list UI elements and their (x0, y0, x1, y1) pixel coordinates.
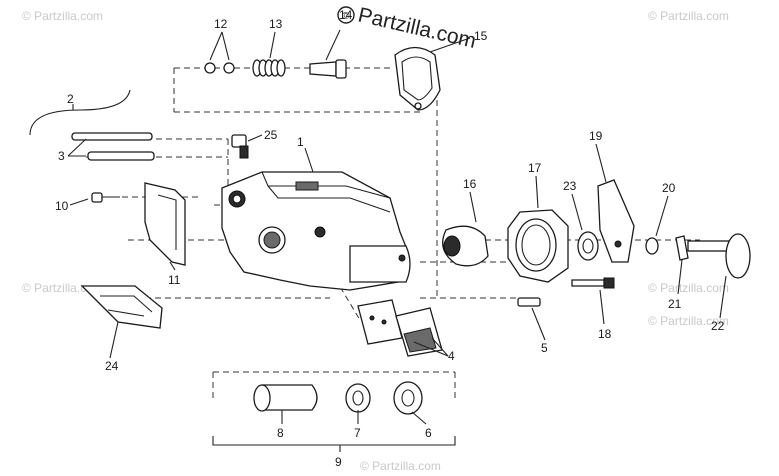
callout-7: 7 (354, 426, 361, 440)
part-16-holder (442, 191, 489, 267)
part-10-screw (69, 192, 120, 206)
callout-9: 9 (335, 455, 342, 469)
part-14-valve (309, 29, 347, 79)
watermark: © Partzilla.com (22, 9, 103, 23)
brand-text: Partzilla.com (356, 3, 478, 52)
callout-8: 8 (277, 426, 284, 440)
watermark: © Partzilla.com (22, 281, 103, 295)
watermark: © Partzilla.com (648, 9, 729, 23)
brand-logo: © Partzilla.com (337, 3, 478, 53)
part-8-piston (253, 384, 318, 424)
callout-14: 14 (339, 8, 353, 22)
part-5-bleed-valve (517, 297, 546, 341)
part-7-seal (345, 383, 371, 424)
copyright-circle-icon: © (337, 6, 355, 24)
part-9-bracket (212, 436, 456, 452)
part-11-bracket (144, 182, 186, 271)
callout-3: 3 (58, 149, 65, 163)
callout-20: 20 (662, 181, 676, 195)
callout-2: 2 (67, 92, 74, 106)
callout-24: 24 (105, 359, 119, 373)
callout-5: 5 (541, 341, 548, 355)
part-19-arm (595, 143, 635, 263)
part-4-brake-pads (357, 299, 449, 357)
part-24-pad-spring (80, 285, 163, 359)
part-3-pins (67, 132, 155, 161)
callout-16: 16 (463, 177, 477, 191)
part-20-washer (645, 195, 669, 255)
callout-4: 4 (448, 349, 455, 363)
part-2-pin-set (29, 89, 131, 136)
part-25-bleeder (231, 134, 263, 159)
callout-10: 10 (55, 199, 69, 213)
part-17-housing (507, 175, 569, 283)
watermark: © Partzilla.com (360, 459, 441, 473)
part-18-bolt (571, 277, 615, 325)
callout-23: 23 (563, 179, 577, 193)
part-22-shaft (687, 233, 751, 319)
watermark: © Partzilla.com (648, 314, 729, 328)
watermark-group: © Partzilla.com © Partzilla.com © Partzi… (22, 9, 729, 473)
callout-1: 1 (297, 135, 304, 149)
callout-labels: 1 2 3 4 5 6 7 8 9 10 11 12 13 14 15 16 1… (55, 8, 725, 469)
callout-12: 12 (214, 17, 228, 31)
watermark: © Partzilla.com (648, 281, 729, 295)
part-13-spring (252, 31, 286, 77)
part-12-o-rings (204, 31, 235, 74)
callout-11: 11 (168, 273, 181, 287)
svg-text:©: © (342, 11, 350, 22)
callout-21: 21 (668, 297, 682, 311)
guide-lines (86, 67, 700, 398)
callout-15: 15 (474, 29, 488, 43)
callout-13: 13 (269, 17, 283, 31)
callout-22: 22 (711, 319, 725, 333)
part-1-caliper-body (221, 147, 411, 291)
part-21-clip (675, 235, 689, 295)
callout-19: 19 (589, 129, 603, 143)
callout-6: 6 (425, 426, 432, 440)
callout-25: 25 (264, 128, 278, 142)
callout-18: 18 (598, 327, 612, 341)
part-23-washer (571, 193, 599, 261)
part-15-gasket (394, 37, 471, 111)
callout-17: 17 (528, 161, 542, 175)
part-6-seal (393, 381, 427, 425)
